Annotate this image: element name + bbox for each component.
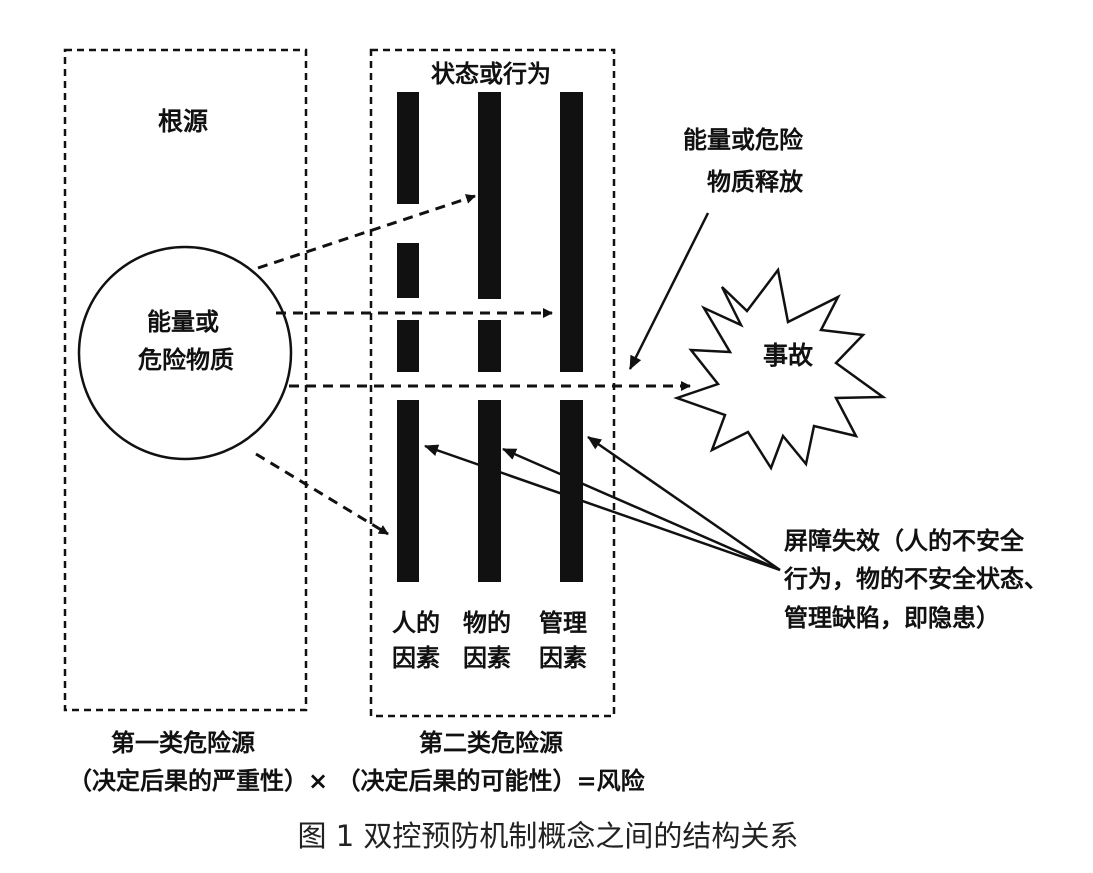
accident-label: 事故 xyxy=(763,341,814,370)
first-hazard-box xyxy=(63,48,308,712)
factor-human-line1: 人的 xyxy=(392,609,440,637)
factor-management-line1: 管理 xyxy=(539,609,587,637)
management-bar-upper xyxy=(560,92,583,372)
second-hazard-box xyxy=(369,48,616,718)
barrier-arrow-human xyxy=(424,444,781,572)
state-behavior-label: 状态或行为 xyxy=(431,60,551,88)
factor-object-line1: 物的 xyxy=(463,609,511,637)
circle-label-line1: 能量或 xyxy=(147,308,219,336)
barrier-label-line3: 管理缺陷，即隐患） xyxy=(784,604,1000,632)
energy-release-label-line2: 物质释放 xyxy=(707,168,804,196)
barrier-label-line1: 屏障失效（人的不安全 xyxy=(784,527,1025,555)
factor-management-line2: 因素 xyxy=(539,644,587,672)
figure-caption: 图 1 双控预防机制概念之间的结构关系 xyxy=(298,819,799,853)
human-bar-middle xyxy=(397,243,419,298)
barrier-arrow-object xyxy=(502,447,781,572)
human-bar-lower xyxy=(397,320,419,372)
risk-formula: （决定后果的严重性）× （决定后果的可能性）=风险 xyxy=(68,767,646,795)
release-arrow xyxy=(628,212,710,370)
energy-circle xyxy=(77,245,293,461)
factor-human-line2: 因素 xyxy=(392,644,440,672)
human-bar-bottom xyxy=(397,400,419,582)
circle-label-line2: 危险物质 xyxy=(138,346,234,374)
first-hazard-label: 第一类危险源 xyxy=(111,729,255,757)
dashed-arrow-upper xyxy=(257,194,476,270)
human-bar-upper xyxy=(397,92,419,204)
root-label: 根源 xyxy=(158,107,208,136)
dashed-arrow-lower xyxy=(255,452,389,536)
object-bar-lower xyxy=(478,320,501,372)
object-bar-bottom xyxy=(478,400,501,582)
management-bar-bottom xyxy=(560,400,583,582)
barrier-label-line2: 行为，物的不安全状态、 xyxy=(783,565,1048,593)
second-hazard-label: 第二类危险源 xyxy=(419,729,563,757)
energy-release-label-line1: 能量或危险 xyxy=(683,126,804,154)
object-bar-upper xyxy=(478,92,501,299)
barrier-arrow-management xyxy=(587,435,781,572)
factor-object-line2: 因素 xyxy=(463,644,511,672)
accident-starburst xyxy=(673,267,887,471)
